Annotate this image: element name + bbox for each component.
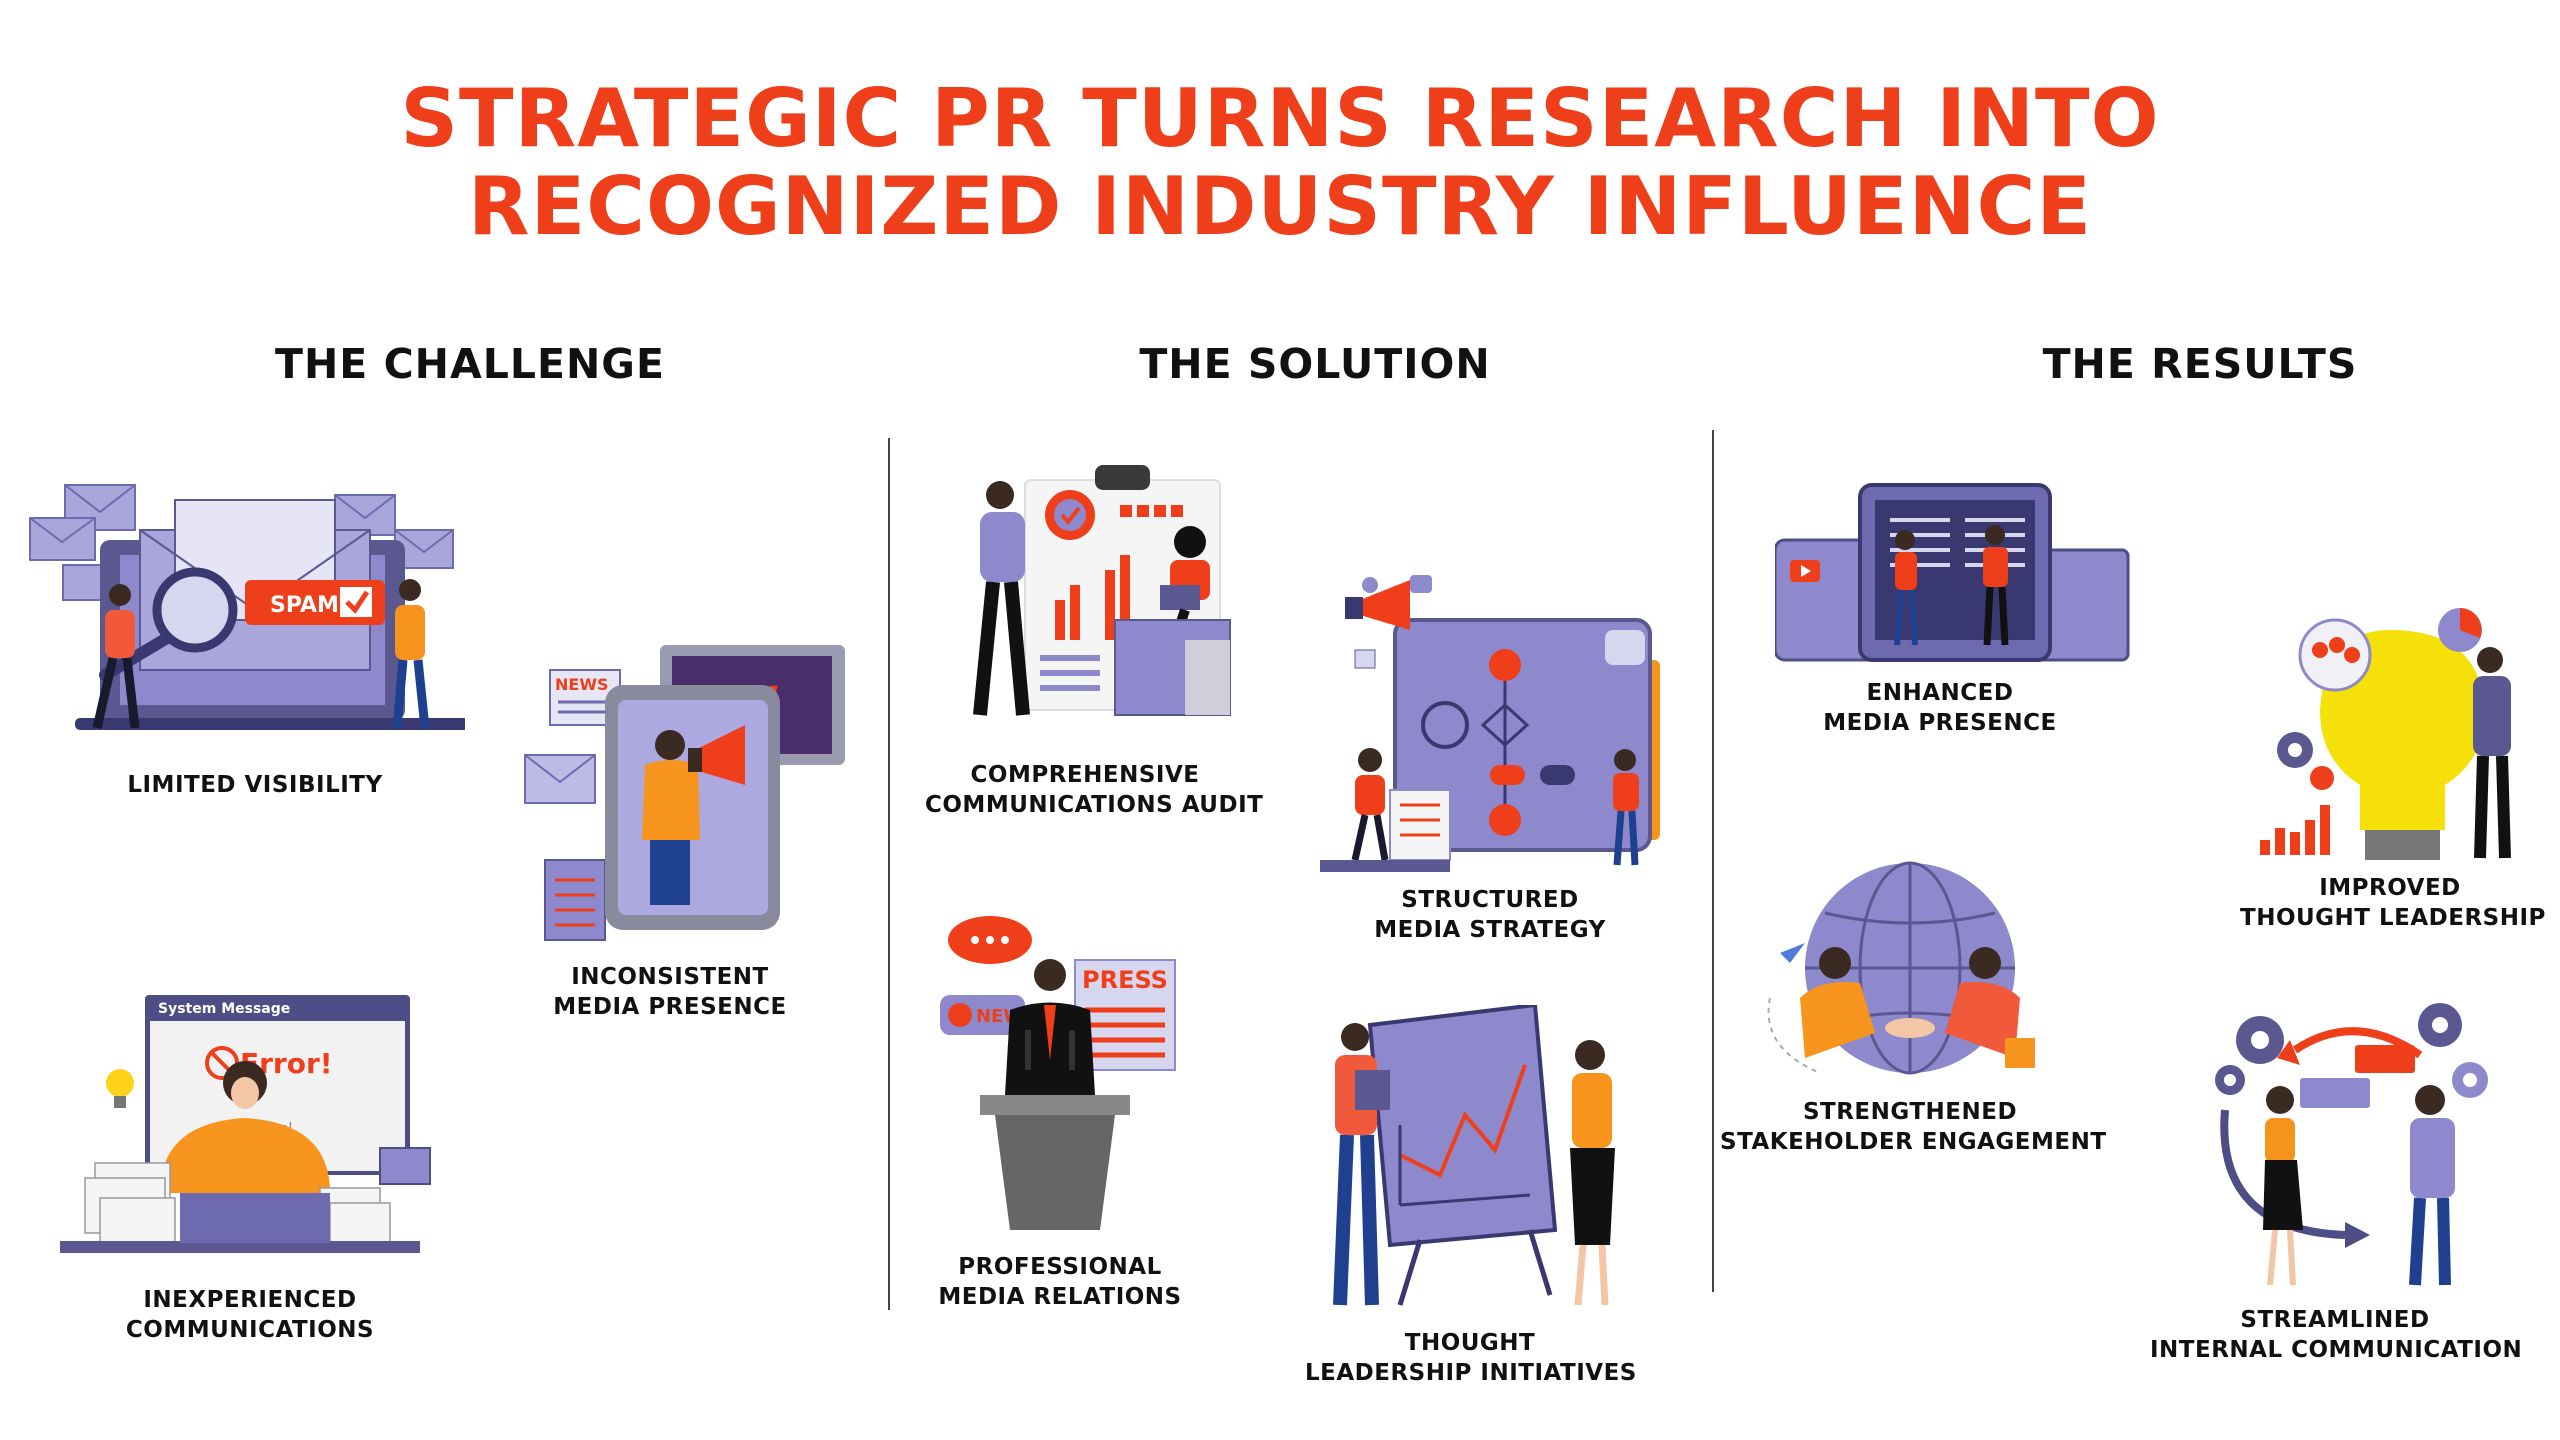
label-thought-initiatives: THOUGHT LEADERSHIP INITIATIVES (1305, 1330, 1637, 1386)
inconsistent-media-illustration: TV NEWS (520, 640, 850, 950)
label-enhanced-media: ENHANCED MEDIA PRESENCE (1823, 680, 2057, 736)
news-label-challenge: NEWS (555, 675, 609, 694)
relations-illustration: NEWS PRESS (940, 910, 1180, 1230)
label-streamlined: STREAMLINED INTERNAL COMMUNICATION (2150, 1307, 2523, 1363)
press-label: PRESS (1082, 966, 1168, 994)
label-inconsistent-media: INCONSISTENT MEDIA PRESENCE (553, 964, 787, 1020)
heading-solution: THE SOLUTION (1139, 340, 1491, 388)
strategy-illustration (1315, 575, 1670, 875)
divider-right (1712, 430, 1714, 1292)
title-line-2: RECOGNIZED INDUSTRY INFLUENCE (468, 160, 2092, 253)
spam-label: SPAM (270, 593, 339, 618)
inexperienced-illustration: System Message Error! Cancel (40, 993, 440, 1258)
streamlined-illustration (2205, 1000, 2510, 1290)
label-inexperienced: INEXPERIENCED COMMUNICATIONS (125, 1287, 375, 1343)
audit-illustration (945, 460, 1235, 745)
label-strategy: STRUCTURED MEDIA STRATEGY (1374, 887, 1606, 943)
heading-challenge: THE CHALLENGE (275, 340, 665, 388)
label-stakeholder: STRENGTHENED STAKEHOLDER ENGAGEMENT (1720, 1099, 2107, 1155)
label-improved-thought: IMPROVED THOUGHT LEADERSHIP (2240, 875, 2546, 931)
system-message-text: System Message (158, 1001, 290, 1017)
stakeholder-illustration (1760, 858, 2060, 1083)
thought-initiatives-illustration (1300, 1005, 1630, 1315)
limited-visibility-illustration: SPAM (25, 470, 465, 740)
title-line-1: STRATEGIC PR TURNS RESEARCH INTO (400, 72, 2160, 165)
label-relations: PROFESSIONAL MEDIA RELATIONS (938, 1254, 1182, 1310)
enhanced-media-illustration (1775, 480, 2130, 665)
label-limited-visibility: LIMITED VISIBILITY (127, 772, 383, 798)
heading-results: THE RESULTS (2042, 340, 2358, 388)
page-title: STRATEGIC PR TURNS RESEARCH INTO RECOGNI… (0, 75, 2560, 251)
improved-thought-illustration (2240, 600, 2530, 865)
divider-left (888, 438, 890, 1310)
label-audit: COMPREHENSIVE COMMUNICATIONS AUDIT (925, 762, 1264, 818)
